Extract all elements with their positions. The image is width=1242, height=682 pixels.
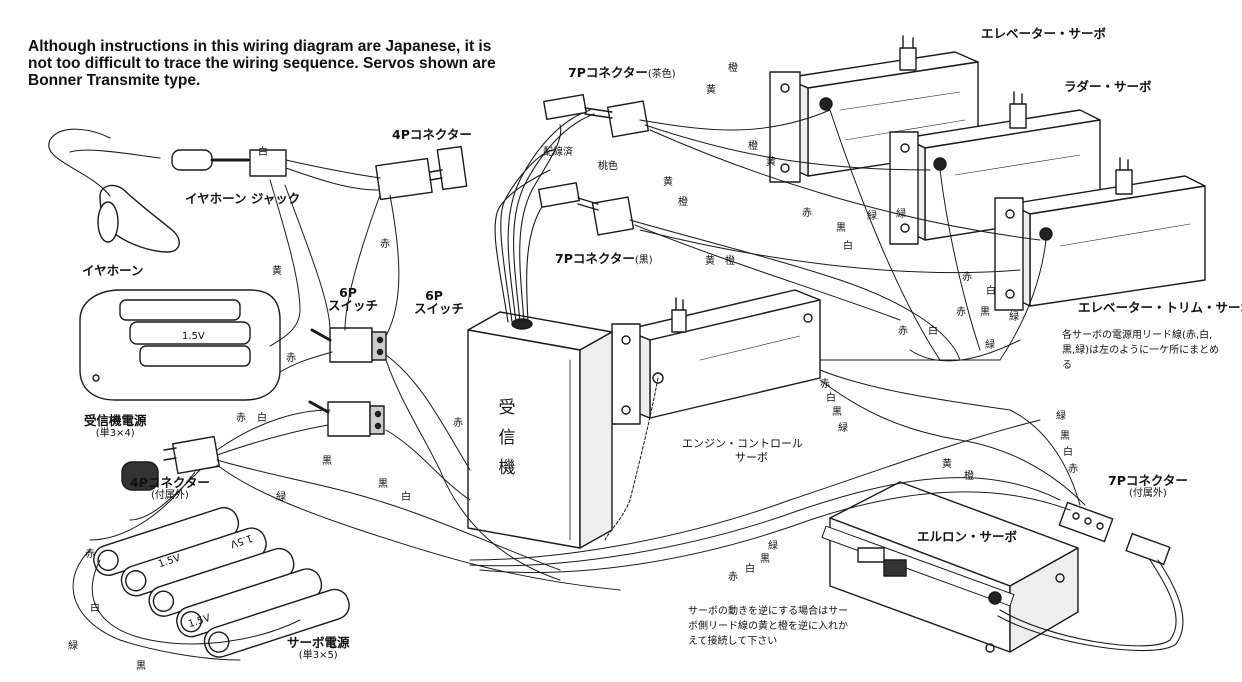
battery-marking: 1.5V (182, 331, 205, 342)
wire-tag-white: 白 (1063, 447, 1073, 458)
wire-tag-green: 緑 (896, 209, 906, 220)
wire-tag-red: 赤 (956, 307, 966, 318)
wire-tag-yellow: 黄 (663, 177, 673, 188)
earphone (48, 128, 180, 253)
label-earphone-jack: イヤホーン ジャック (185, 191, 301, 206)
label-elevator-servo: エレベーター・サーボ (981, 26, 1107, 41)
wire-tag-orange: 橙 (678, 197, 688, 208)
wire-tag-white: 白 (745, 564, 755, 575)
wire-runs (72, 109, 1086, 661)
wire-tag-yellow: 黄 (942, 459, 952, 470)
wire-tag-red: 赤 (802, 208, 812, 219)
4p-connector-bottom (163, 435, 220, 475)
wire-tag-green: 緑 (838, 423, 848, 434)
wire-tag-red: 赤 (962, 272, 972, 283)
wire-tag-white: 白 (928, 326, 938, 337)
wire-tag-white: 白 (826, 393, 836, 404)
label-wired: 配線済 (543, 147, 573, 158)
note-right: 各サーボの電源用リード線(赤,白,黒,緑)は左のように一ケ所にまとめる (1062, 330, 1220, 371)
label-pink: 桃色 (598, 161, 618, 172)
6p-switch-left (310, 327, 387, 363)
wire-tag-white: 白 (90, 603, 100, 614)
wire-tag-green: 緑 (276, 492, 286, 503)
4p-connector-top (375, 145, 468, 201)
intro-text: Although instructions in this wiring dia… (28, 38, 496, 89)
wire-tag-red: 赤 (820, 379, 830, 390)
wire-tag-white: 白 (258, 147, 268, 158)
wire-tag-red: 赤 (236, 413, 246, 424)
label-4p-connector-bottom: 4Pコネクター(付属外) (130, 475, 210, 501)
wire-tag-orange: 橙 (964, 471, 974, 482)
wire-tag-green: 緑 (68, 641, 78, 652)
wire-tag-black: 黒 (980, 307, 990, 318)
wire-tag-red: 赤 (728, 572, 738, 583)
wire-tag-red: 赤 (1068, 464, 1078, 475)
receiver-battery-pack (79, 289, 281, 401)
rudder-servo (889, 91, 1101, 245)
servo-battery-pack (93, 461, 350, 658)
wire-tag-red: 赤 (286, 353, 296, 364)
label-engine-control-servo-1: エンジン・コントロール (682, 437, 803, 450)
wire-tag-white: 白 (986, 286, 996, 297)
wire-tag-yellow: 黄 (705, 256, 715, 267)
label-engine-control-servo-2: サーボ (735, 451, 768, 464)
wire-tag-red: 赤 (85, 549, 95, 560)
label-rudder-servo: ラダー・サーボ (1064, 79, 1152, 94)
label-aileron-servo: エルロン・サーボ (917, 529, 1018, 544)
wire-tag-yellow: 黄 (706, 85, 716, 96)
wire-tag-orange: 橙 (748, 141, 758, 152)
7p-connector-brown (543, 93, 650, 138)
earphone-jack (171, 149, 287, 177)
engine-control-servo (611, 289, 821, 425)
label-earphone: イヤホーン (82, 263, 144, 278)
wire-tag-green: 緑 (768, 541, 778, 552)
wire-tag-green: 緑 (985, 340, 995, 351)
label-servo-power: サーボ電源(単3×5) (287, 635, 350, 661)
label-receiver: 受 信 機 (498, 398, 516, 478)
label-7p-connector-black: 7Pコネクター(黒) (555, 251, 653, 266)
7p-connector-black (538, 182, 635, 236)
label-elevator-trim-servo: エレベーター・トリム・サーボ (1078, 300, 1242, 315)
wire-tag-orange: 橙 (728, 63, 738, 74)
wire-tag-red: 赤 (898, 326, 908, 337)
wire-tag-green: 緑 (1009, 312, 1019, 323)
wire-tag-black: 黒 (378, 479, 388, 490)
wire-tag-red: 赤 (453, 418, 463, 429)
wire-tag-white: 白 (257, 413, 267, 424)
wire-tag-black: 黒 (322, 456, 332, 467)
note-bottom: サーボの動きを逆にする場合はサーボ側リード線の黄と橙を逆に入れかえて接続して下さ… (688, 606, 849, 647)
wire-tag-white: 白 (843, 241, 853, 252)
aileron-servo (821, 481, 1079, 653)
wire-tag-black: 黒 (760, 554, 770, 565)
wire-tag-white: 白 (401, 492, 411, 503)
wire-tag-orange: 橙 (725, 256, 735, 267)
wire-tag-green: 緑 (1056, 411, 1066, 422)
receiver (467, 311, 613, 549)
label-4p-connector-top: 4Pコネクター (392, 127, 472, 142)
wire-tag-black: 黒 (832, 407, 842, 418)
wire-tag-black: 黒 (836, 223, 846, 234)
elevator-trim-servo (994, 157, 1206, 311)
label-receiver-power: 受信機電源(単3×4) (84, 413, 147, 439)
label-7p-connector-ext: 7Pコネクター(付属外) (1108, 473, 1188, 499)
6p-switch-right (308, 400, 385, 437)
wire-tag-green: 緑 (867, 211, 877, 222)
wire-tag-black: 黒 (1060, 431, 1070, 442)
wire-tag-black: 黒 (136, 661, 146, 672)
wire-tag-red: 赤 (380, 239, 390, 250)
label-7p-connector-brown: 7Pコネクター(茶色) (568, 65, 676, 80)
wire-tag-yellow: 黄 (766, 157, 776, 168)
receiver-harness (494, 109, 595, 323)
wire-tag-yellow: 黄 (272, 266, 282, 277)
7p-connector-ext (997, 501, 1184, 652)
